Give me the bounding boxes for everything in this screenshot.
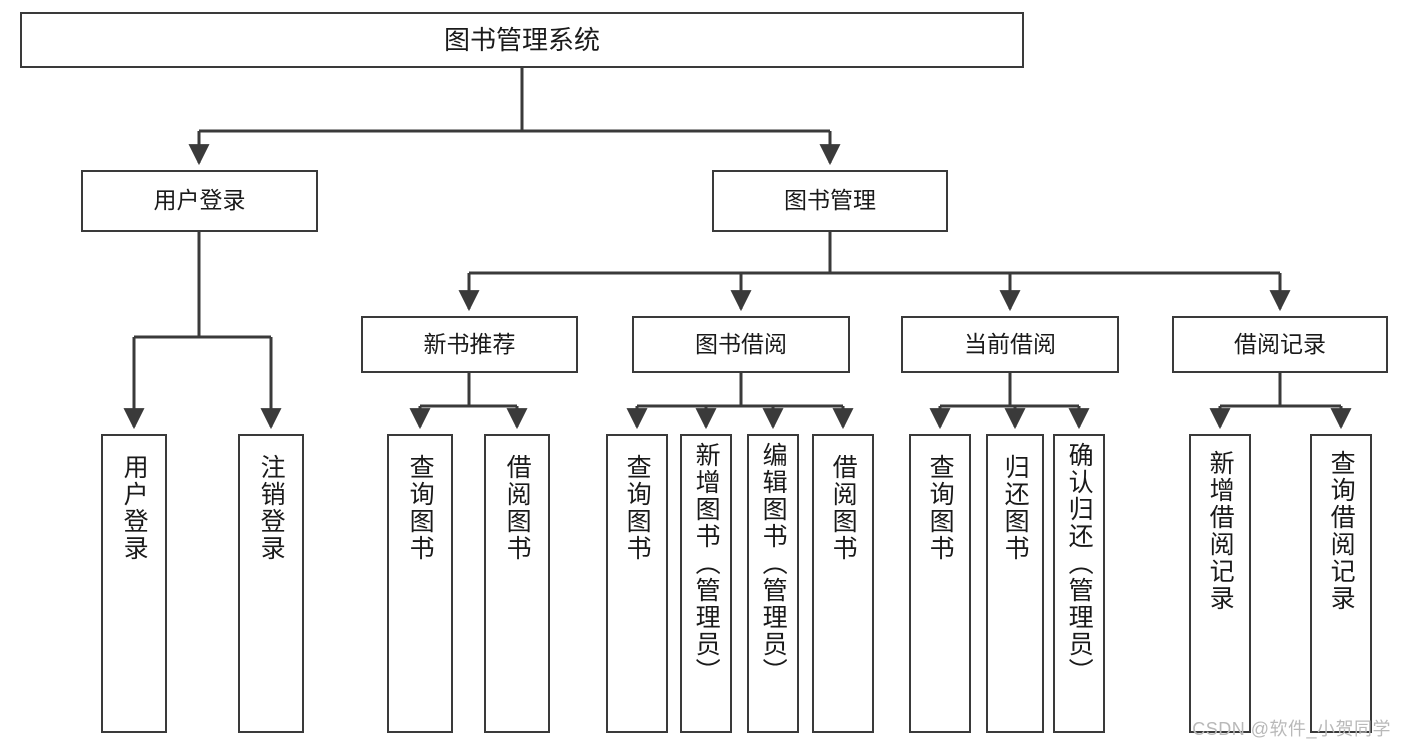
node-book-manage[interactable]: 图书管理 xyxy=(712,170,948,232)
node-new-book-recommend[interactable]: 新书推荐 xyxy=(361,316,578,373)
node-leaf-logout-label: 注销登录 xyxy=(257,454,286,562)
node-leaf-query-record[interactable]: 查询借阅记录 xyxy=(1310,434,1372,733)
node-leaf-confirm-return[interactable]: 确认归还（管理员） xyxy=(1053,434,1105,733)
node-user-login-label: 用户登录 xyxy=(153,187,246,214)
node-current-borrow[interactable]: 当前借阅 xyxy=(901,316,1119,373)
node-borrow-record[interactable]: 借阅记录 xyxy=(1172,316,1388,373)
node-leaf-edit-book-label: 编辑图书（管理员） xyxy=(759,442,788,685)
node-leaf-query-book-3[interactable]: 查询图书 xyxy=(909,434,971,733)
node-leaf-borrow-book-2[interactable]: 借阅图书 xyxy=(812,434,874,733)
node-leaf-logout[interactable]: 注销登录 xyxy=(238,434,304,733)
node-leaf-query-record-label: 查询借阅记录 xyxy=(1327,450,1356,612)
node-book-borrow[interactable]: 图书借阅 xyxy=(632,316,850,373)
node-root-label: 图书管理系统 xyxy=(443,24,600,55)
csdn-watermark: CSDN @软件_小贺同学 xyxy=(1192,719,1391,739)
node-leaf-add-book[interactable]: 新增图书（管理员） xyxy=(680,434,732,733)
node-leaf-borrow-book-1-label: 借阅图书 xyxy=(503,454,532,562)
node-leaf-query-book-1-label: 查询图书 xyxy=(406,454,435,562)
node-leaf-add-record[interactable]: 新增借阅记录 xyxy=(1189,434,1251,733)
node-leaf-borrow-book-1[interactable]: 借阅图书 xyxy=(484,434,550,733)
node-leaf-add-book-label: 新增图书（管理员） xyxy=(692,442,721,685)
node-leaf-confirm-return-label: 确认归还（管理员） xyxy=(1065,442,1094,685)
node-book-borrow-label: 图书借阅 xyxy=(695,330,787,357)
node-user-login[interactable]: 用户登录 xyxy=(81,170,318,232)
node-leaf-user-login[interactable]: 用户登录 xyxy=(101,434,167,733)
node-leaf-query-book-2[interactable]: 查询图书 xyxy=(606,434,668,733)
node-book-manage-label: 图书管理 xyxy=(784,187,876,214)
node-leaf-borrow-book-2-label: 借阅图书 xyxy=(829,454,858,562)
node-leaf-query-book-2-label: 查询图书 xyxy=(623,454,652,562)
node-leaf-return-book-label: 归还图书 xyxy=(1001,454,1030,562)
node-leaf-query-book-3-label: 查询图书 xyxy=(926,454,955,562)
node-leaf-add-record-label: 新增借阅记录 xyxy=(1206,450,1235,612)
node-leaf-edit-book[interactable]: 编辑图书（管理员） xyxy=(747,434,799,733)
node-leaf-user-login-label: 用户登录 xyxy=(120,454,149,562)
node-root[interactable]: 图书管理系统 xyxy=(20,12,1024,68)
node-borrow-record-label: 借阅记录 xyxy=(1234,330,1326,357)
node-current-borrow-label: 当前借阅 xyxy=(964,330,1056,357)
node-new-book-recommend-label: 新书推荐 xyxy=(423,330,516,357)
node-leaf-query-book-1[interactable]: 查询图书 xyxy=(387,434,453,733)
node-leaf-return-book[interactable]: 归还图书 xyxy=(986,434,1044,733)
